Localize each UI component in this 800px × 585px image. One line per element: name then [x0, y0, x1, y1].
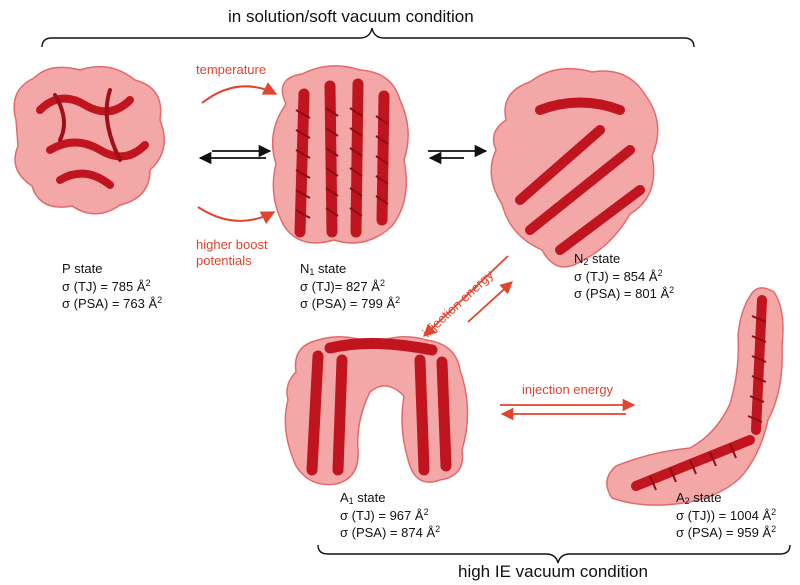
state-a2-psa: σ (PSA) = 959 Å2 [676, 524, 777, 540]
state-p-tj: σ (TJ) = 785 Å2 [62, 278, 151, 294]
state-p-title: P state [62, 261, 103, 276]
higher-boost-label: higher boost [196, 237, 268, 252]
bottom-brace [317, 544, 791, 564]
temperature-label: temperature [196, 62, 267, 77]
state-p-psa: σ (PSA) = 763 Å2 [62, 295, 163, 311]
protein-a2-state [606, 287, 784, 506]
boost-potentials-arrow [197, 206, 276, 225]
state-n2-title: N2 state [574, 251, 621, 267]
bottom-condition-heading: high IE vacuum condition [458, 562, 648, 581]
protein-p-state [13, 65, 165, 215]
state-n1-psa: σ (PSA) = 799 Å2 [300, 295, 401, 311]
state-n1-title: N1 state [300, 261, 347, 277]
state-a2-title: A2 state [676, 490, 722, 506]
state-a1-psa: σ (PSA) = 874 Å2 [340, 524, 441, 540]
state-n2-tj: σ (TJ) = 854 Å2 [574, 268, 663, 284]
state-n2-psa: σ (PSA) = 801 Å2 [574, 285, 675, 301]
top-brace [41, 27, 695, 48]
temperature-arrow [201, 82, 278, 104]
potentials-label: potentials [196, 253, 252, 268]
protein-a1-state [284, 336, 469, 486]
state-n1-tj: σ (TJ)= 827 Å2 [300, 278, 385, 294]
state-a1-title: A1 state [340, 490, 386, 506]
state-a1-tj: σ (TJ) = 967 Å2 [340, 507, 429, 523]
protein-n1-state [271, 65, 409, 244]
injection-diagonal-forward-arrow [423, 255, 509, 337]
injection-diagonal-reverse-arrow [467, 281, 513, 323]
state-a2-tj: σ (TJ)) = 1004 Å2 [676, 507, 777, 523]
protein-n2-state [490, 67, 659, 268]
injection-energy-horizontal-label: injection energy [522, 382, 614, 397]
top-condition-heading: in solution/soft vacuum condition [228, 7, 474, 26]
